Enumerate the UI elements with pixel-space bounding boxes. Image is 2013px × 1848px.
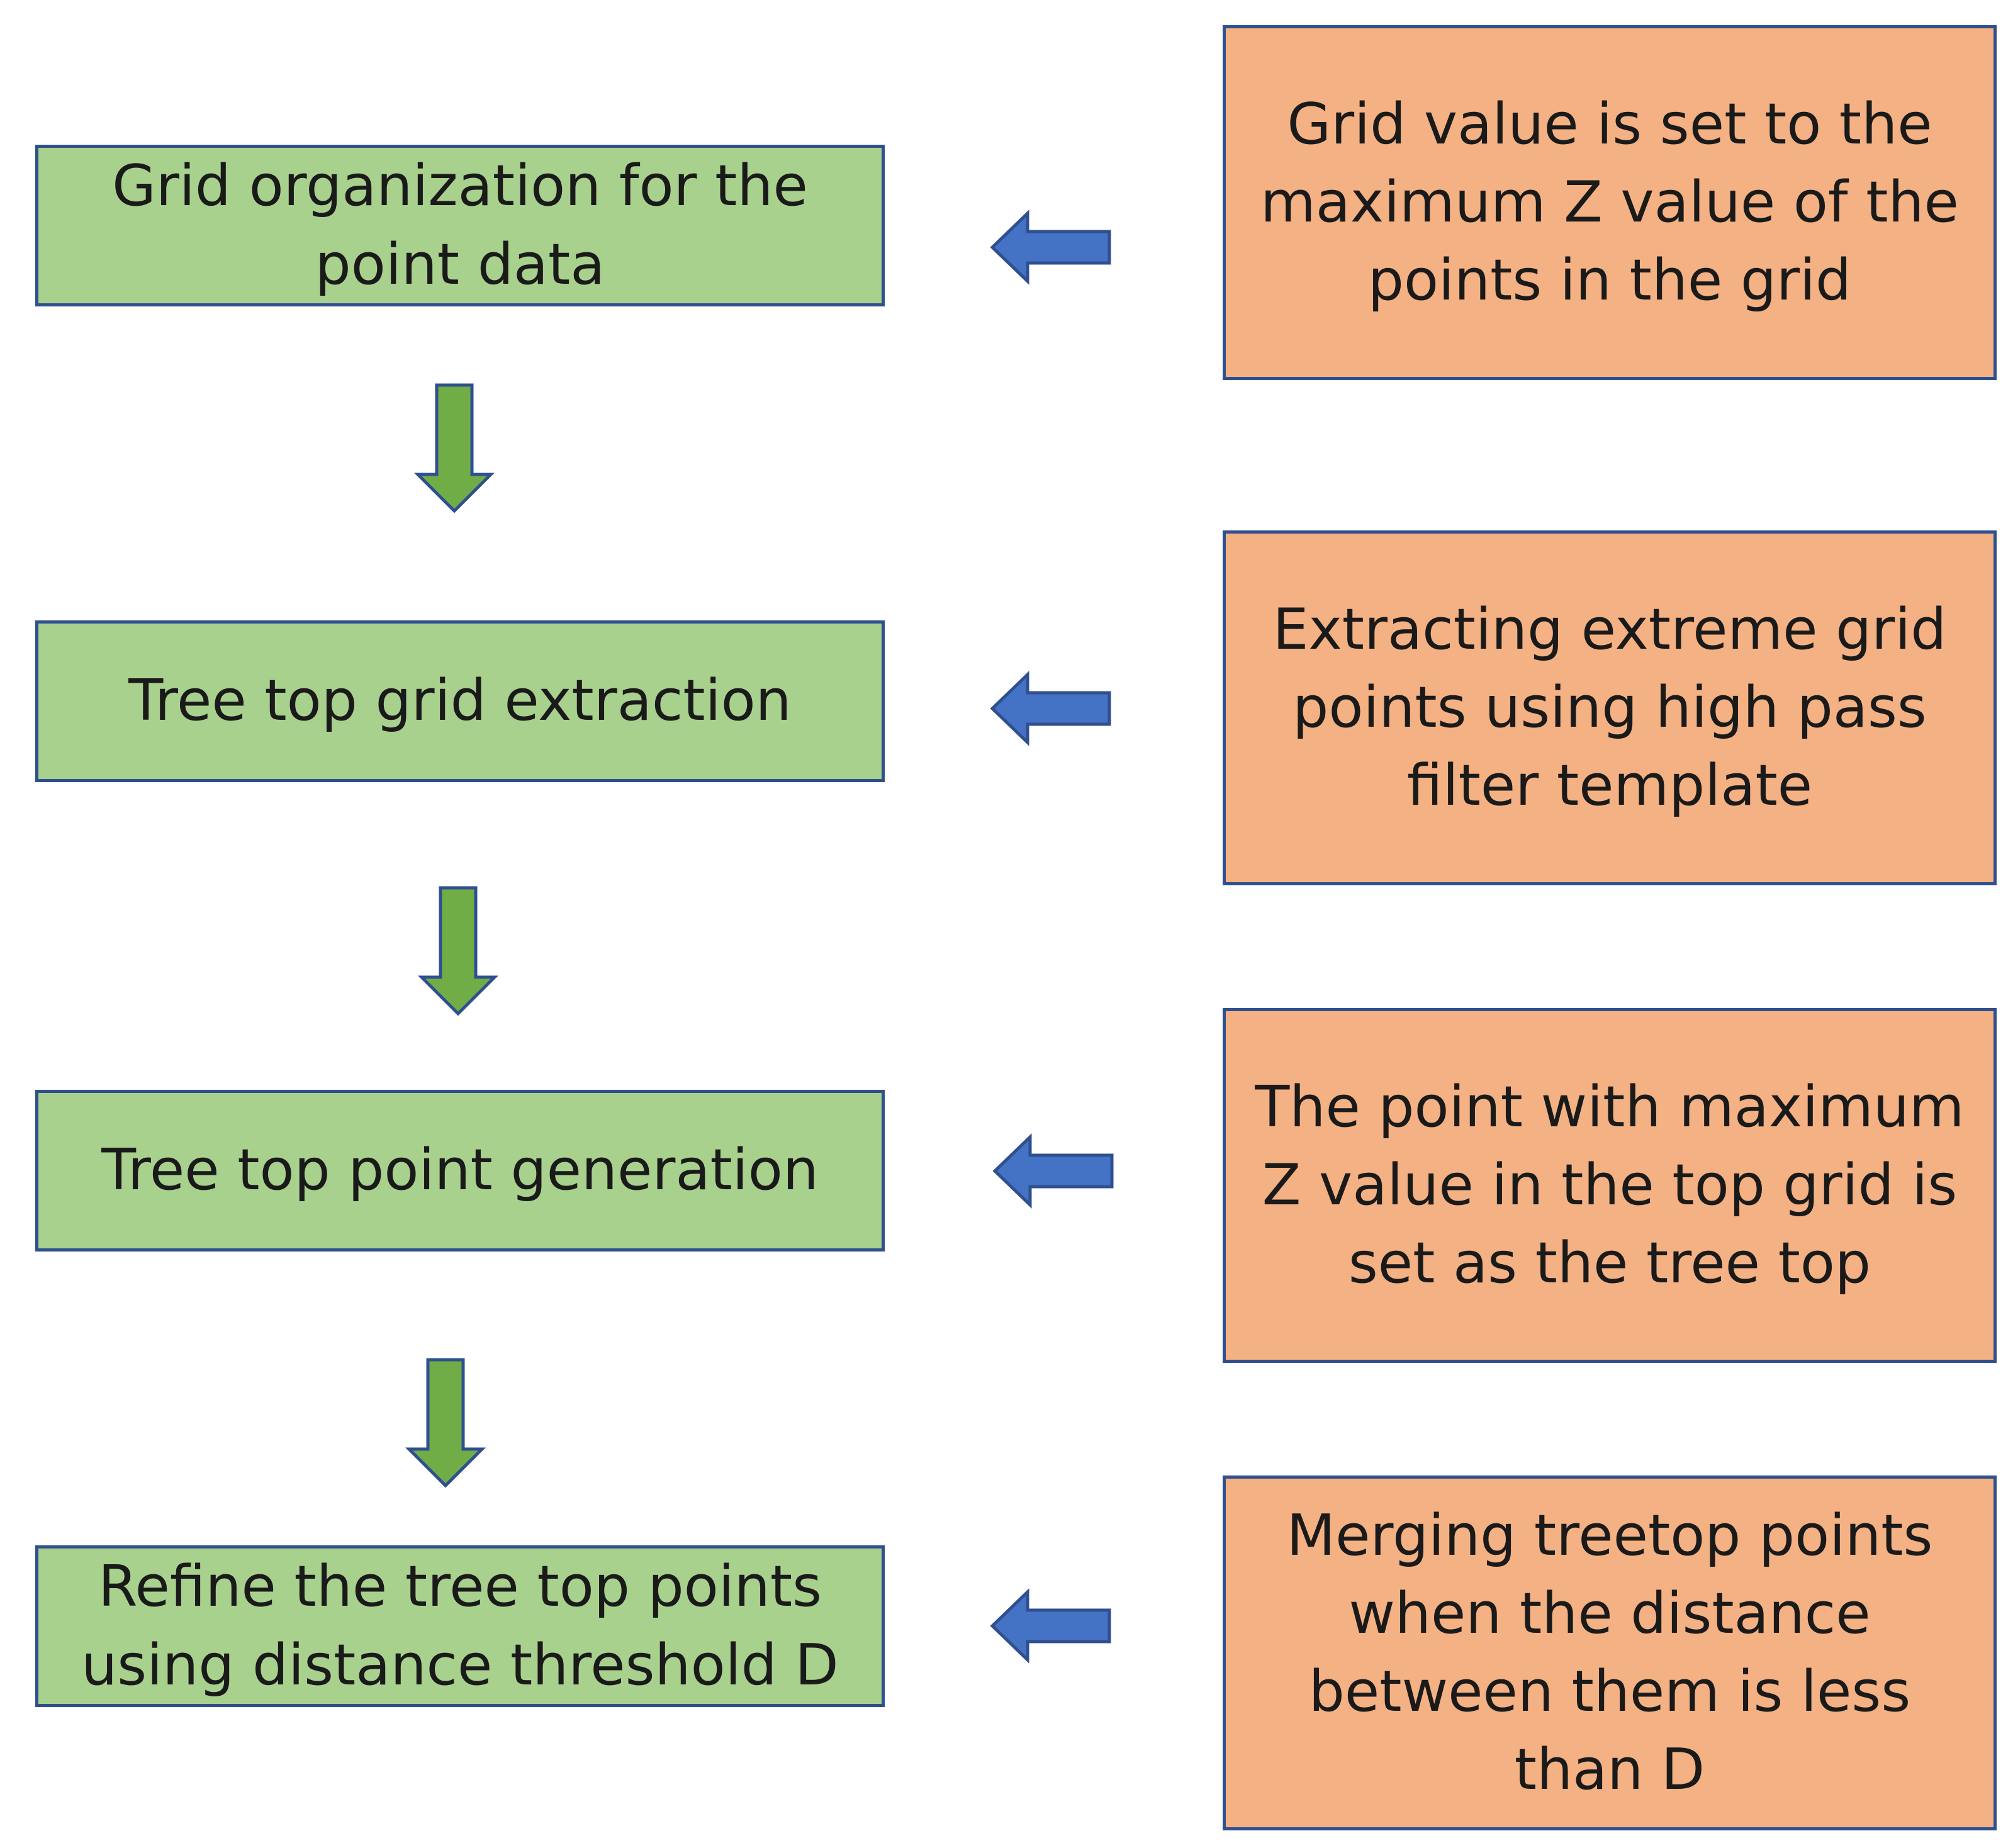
arrow-left-icon [990, 671, 1111, 746]
step-grid-organization: Grid organization for the point data [35, 145, 885, 306]
note-label: Merging treetop points when the distance… [1286, 1502, 1933, 1803]
step-label: Tree top point generation [101, 1137, 819, 1204]
step-label: Refine the tree top points using distanc… [81, 1554, 839, 1698]
note-extreme-grid-points: Extracting extreme grid points using hig… [1223, 530, 1997, 885]
step-tree-top-grid-extraction: Tree top grid extraction [35, 620, 885, 782]
note-label: Extracting extreme grid points using hig… [1272, 596, 1947, 819]
arrow-left-icon [990, 1588, 1111, 1664]
note-grid-value: Grid value is set to the maximum Z value… [1223, 25, 1997, 380]
note-maximum-z-point: The point with maximum Z value in the to… [1223, 1008, 1997, 1363]
step-label: Tree top grid extraction [128, 668, 792, 734]
arrow-down-icon [413, 383, 495, 513]
step-tree-top-point-generation: Tree top point generation [35, 1090, 885, 1252]
arrow-left-icon [990, 210, 1111, 285]
note-merging-treetops: Merging treetop points when the distance… [1223, 1476, 1997, 1830]
step-refine-tree-top-points: Refine the tree top points using distanc… [35, 1545, 885, 1707]
arrow-left-icon [992, 1133, 1114, 1209]
arrow-down-icon [405, 1358, 486, 1488]
note-label: Grid value is set to the maximum Z value… [1260, 91, 1959, 314]
arrow-down-icon [417, 886, 499, 1016]
note-label: The point with maximum Z value in the to… [1255, 1073, 1965, 1297]
step-label: Grid organization for the point data [112, 153, 808, 298]
